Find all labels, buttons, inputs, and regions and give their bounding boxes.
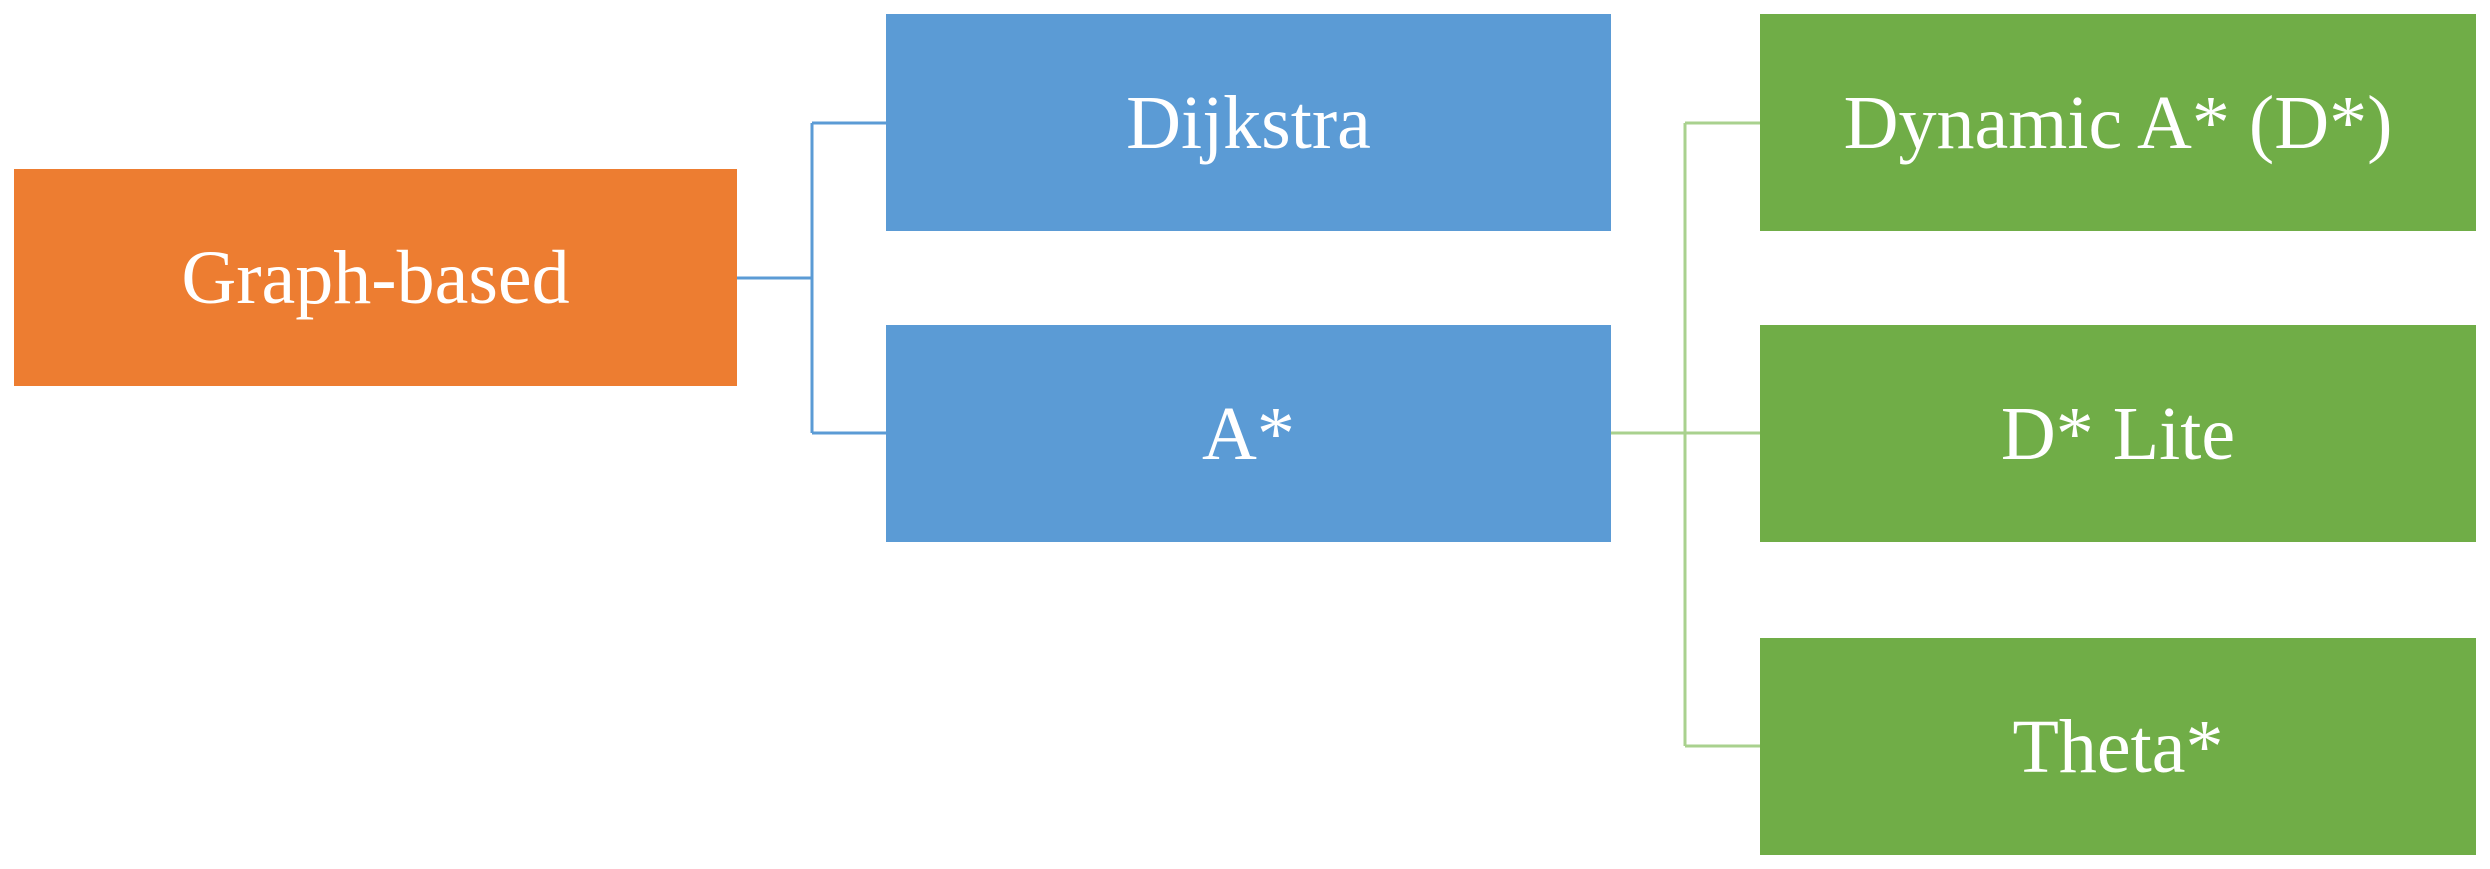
node-dynamic-a-star: Dynamic A* (D*) (1760, 14, 2476, 231)
astar-to-level2-connector (1611, 121, 1760, 748)
node-dynamic-a-star-label: Dynamic A* (D*) (1843, 80, 2393, 165)
node-d-star-lite-label: D* Lite (2000, 391, 2236, 476)
node-a-star-label: A* (1202, 391, 1295, 476)
node-graph-based: Graph-based (14, 169, 737, 386)
node-dijkstra: Dijkstra (886, 14, 1611, 231)
node-graph-based-label: Graph-based (181, 235, 570, 320)
node-theta-star-label: Theta* (2012, 704, 2224, 789)
node-d-star-lite: D* Lite (1760, 325, 2476, 542)
node-a-star: A* (886, 325, 1611, 542)
node-theta-star: Theta* (1760, 638, 2476, 855)
root-to-level1-connector (737, 121, 886, 435)
node-dijkstra-label: Dijkstra (1126, 80, 1371, 165)
